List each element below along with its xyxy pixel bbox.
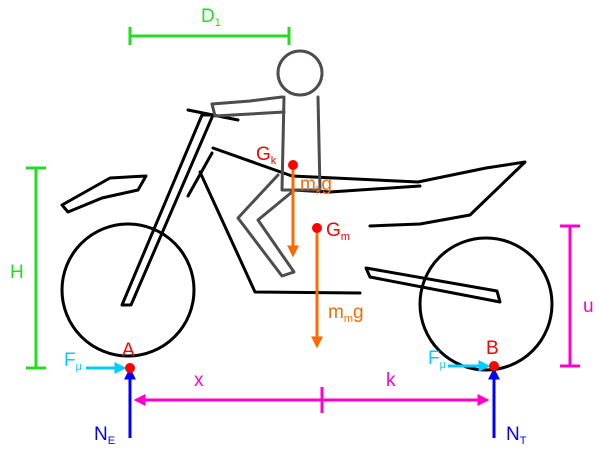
swingarm	[364, 266, 502, 304]
motorcycle	[60, 108, 554, 372]
point-b	[489, 361, 499, 371]
h-label: H	[10, 262, 24, 283]
dimension-h	[26, 166, 46, 370]
gm-label: Gm	[326, 220, 350, 243]
mmg-label: mmg	[328, 302, 364, 325]
dimension-u	[560, 224, 580, 368]
gk-label: Gk	[256, 144, 277, 167]
k-label: k	[386, 370, 396, 391]
x-label: x	[194, 370, 204, 391]
ne-label: NE	[94, 424, 115, 447]
point-gm	[312, 223, 322, 233]
rider-head	[276, 49, 324, 97]
u-label: u	[583, 296, 594, 317]
rider-leg	[236, 173, 296, 278]
dimension-d1	[128, 27, 291, 45]
point-gk	[288, 160, 298, 170]
frame-tube	[186, 151, 214, 198]
nt-label: NT	[506, 424, 527, 447]
b-label: B	[486, 338, 499, 359]
frame-tank	[211, 146, 527, 228]
front-fender	[60, 174, 148, 214]
d1-label: D1	[201, 6, 221, 29]
engine-frame	[198, 170, 362, 295]
dimension-x-k	[133, 387, 490, 413]
handlebar	[186, 108, 240, 122]
rider-body	[280, 95, 322, 192]
a-label: A	[122, 340, 135, 361]
front-fork	[120, 113, 215, 307]
fmu-right-label: Fμ	[428, 348, 446, 371]
front-wheel	[60, 222, 196, 358]
point-a	[125, 363, 135, 373]
fmu-left-label: Fμ	[64, 350, 82, 373]
rider	[210, 49, 324, 278]
mkg-label: mkg	[300, 174, 332, 197]
rider-torso	[210, 95, 286, 118]
